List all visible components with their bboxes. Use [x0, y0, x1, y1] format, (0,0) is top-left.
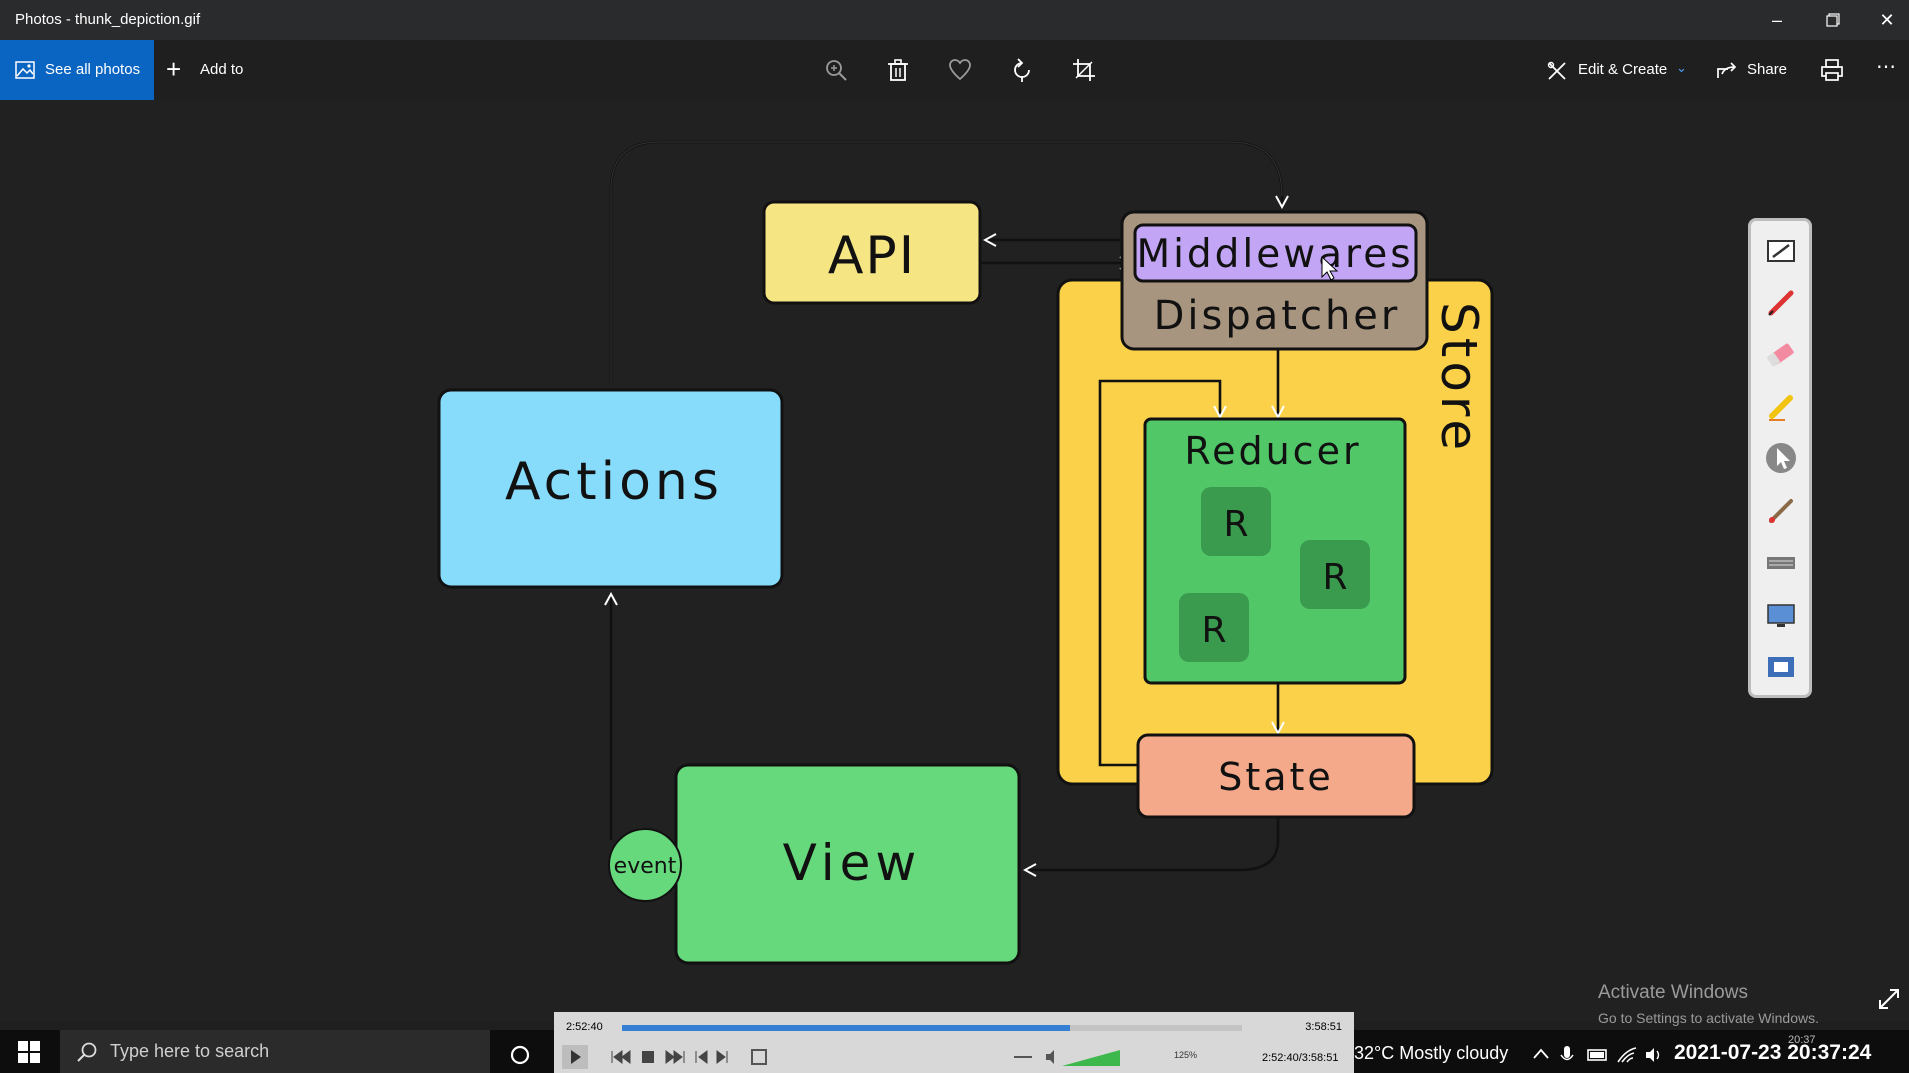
battery-icon[interactable] [1587, 1049, 1607, 1061]
chevron-down-icon: ⌄ [1676, 60, 1687, 75]
status-time: 2:52:40/3:58:51 [1262, 1052, 1339, 1064]
close-icon[interactable]: ✕ [1879, 10, 1895, 30]
crop-icon[interactable] [1070, 56, 1098, 84]
zoom-icon[interactable] [822, 56, 850, 84]
heart-icon[interactable] [946, 56, 974, 84]
rotate-icon[interactable] [1008, 56, 1036, 84]
cortana-icon[interactable] [509, 1044, 531, 1066]
tray-chevron-up-icon[interactable] [1533, 1048, 1549, 1059]
eraser-icon[interactable] [1765, 339, 1797, 371]
media-controls [562, 1045, 1120, 1069]
mouse-cursor-icon [1321, 255, 1339, 281]
next-icon[interactable] [665, 1050, 685, 1064]
edit-create-icon [1547, 61, 1566, 80]
wifi-icon[interactable] [1617, 1047, 1637, 1063]
state-label: State [1218, 755, 1334, 799]
print-icon[interactable] [1818, 56, 1846, 84]
middlewares-box [1133, 223, 1418, 283]
state-loop-arrow [1098, 379, 1220, 767]
pen-toolbar [1748, 218, 1812, 698]
volume-icon[interactable] [1046, 1050, 1054, 1064]
event-circle [608, 828, 682, 902]
activate-windows-subtitle: Go to Settings to activate Windows. [1598, 1010, 1819, 1026]
seek-bar[interactable] [622, 1025, 1242, 1031]
highlighter-icon[interactable] [1765, 391, 1797, 423]
photo-toolbar [0, 40, 1909, 100]
activate-windows-watermark: Activate Windows Go to Settings to activ… [1598, 982, 1819, 1026]
title-bar: Photos - thunk_depiction.gif – ✕ [0, 0, 1909, 40]
window-title: Photos - thunk_depiction.gif [15, 11, 201, 28]
r-label: R [1322, 557, 1347, 598]
plus-icon: + [166, 54, 182, 84]
weather-status[interactable]: 32°C Mostly cloudy [1354, 1043, 1509, 1063]
photos-icon [15, 61, 35, 79]
play-icon[interactable] [562, 1045, 588, 1069]
brush-icon[interactable] [1765, 495, 1797, 527]
stop-icon[interactable] [642, 1051, 654, 1063]
clock-overlay: 20:37 [1788, 1034, 1816, 1046]
elapsed-time: 2:52:40 [566, 1021, 603, 1033]
actions-label: Actions [505, 452, 723, 512]
system-tray [1533, 1046, 1660, 1063]
edit-create-label: Edit & Create [1578, 61, 1668, 78]
r-box [1179, 593, 1249, 662]
share-label: Share [1747, 61, 1788, 78]
windows-start-icon[interactable] [18, 1041, 40, 1063]
r-label: R [1223, 504, 1248, 545]
pen-icon[interactable] [1765, 287, 1797, 319]
event-label: event [614, 854, 677, 879]
more-icon[interactable]: ⋯ [1876, 56, 1896, 78]
speaker-icon[interactable] [1646, 1048, 1660, 1062]
restore-icon[interactable] [1810, 6, 1856, 34]
fullscreen-toggle-icon[interactable] [751, 1049, 767, 1065]
screen-icon[interactable] [1765, 599, 1797, 631]
dispatcher-label: Dispatcher [1154, 293, 1401, 339]
middlewares-label: Middlewares [1136, 232, 1413, 277]
activate-windows-title: Activate Windows [1598, 982, 1748, 1003]
r-box [1300, 540, 1370, 609]
reducer-label: Reducer [1184, 429, 1361, 473]
media-player: 2:52:40 3:58:51 125% 2:52:40/3:58:51 [554, 1012, 1354, 1073]
zoom-level: 125% [1174, 1050, 1198, 1060]
volume-level[interactable] [1062, 1050, 1120, 1066]
share-icon [1717, 62, 1737, 78]
fullscreen-icon[interactable] [1876, 986, 1902, 1012]
notepad-icon[interactable] [1765, 235, 1797, 267]
store-label: Store [1430, 302, 1488, 454]
see-all-photos-label: See all photos [45, 61, 141, 78]
delete-icon[interactable] [884, 56, 912, 84]
keyboard-icon[interactable] [1765, 547, 1797, 579]
see-all-photos-button[interactable]: See all photos [0, 40, 154, 100]
total-time: 3:58:51 [1305, 1021, 1342, 1033]
seek-bar-fill [622, 1025, 1070, 1031]
cursor-icon[interactable] [1765, 442, 1797, 474]
r-label: R [1201, 610, 1226, 651]
image-viewer: Store API Dispatcher Middlewares Reducer… [0, 100, 1909, 1022]
previous-icon[interactable] [611, 1050, 631, 1064]
api-box [762, 200, 982, 305]
skip-back-icon[interactable] [695, 1050, 708, 1064]
thunk-diagram: Store API Dispatcher Middlewares Reducer… [437, 140, 1494, 965]
projector-icon[interactable] [1765, 651, 1797, 683]
state-to-view-arrow [1026, 815, 1280, 870]
actions-box [437, 388, 784, 589]
add-to-label: Add to [200, 61, 244, 78]
state-box [1136, 733, 1416, 819]
microphone-icon[interactable] [1560, 1046, 1574, 1061]
minimize-icon[interactable]: – [1771, 10, 1782, 30]
r-box [1201, 487, 1271, 556]
taskbar-clock[interactable]: 2021-07-23 20:37:24 [1674, 1041, 1872, 1064]
view-label: View [783, 834, 922, 892]
api-label: API [828, 226, 916, 286]
search-icon [77, 1042, 97, 1062]
taskbar-search-input[interactable]: Type here to search [60, 1030, 490, 1073]
search-placeholder: Type here to search [110, 1041, 270, 1061]
skip-forward-icon[interactable] [716, 1050, 728, 1064]
